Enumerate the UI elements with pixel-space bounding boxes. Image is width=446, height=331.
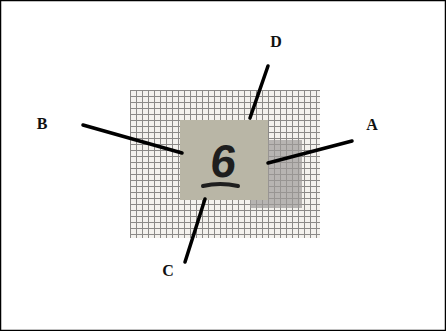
callout-letter: D xyxy=(270,34,282,50)
underline xyxy=(203,184,238,186)
handwritten-number: 6 xyxy=(209,138,239,184)
callout-letter: C xyxy=(162,263,174,279)
paper-square-node: 6 xyxy=(180,120,268,200)
leader-lines xyxy=(83,66,352,262)
paper-square xyxy=(180,120,268,200)
wire-mesh xyxy=(130,90,320,238)
callout-letter: A xyxy=(366,117,378,133)
callout-letter: B xyxy=(37,116,48,132)
